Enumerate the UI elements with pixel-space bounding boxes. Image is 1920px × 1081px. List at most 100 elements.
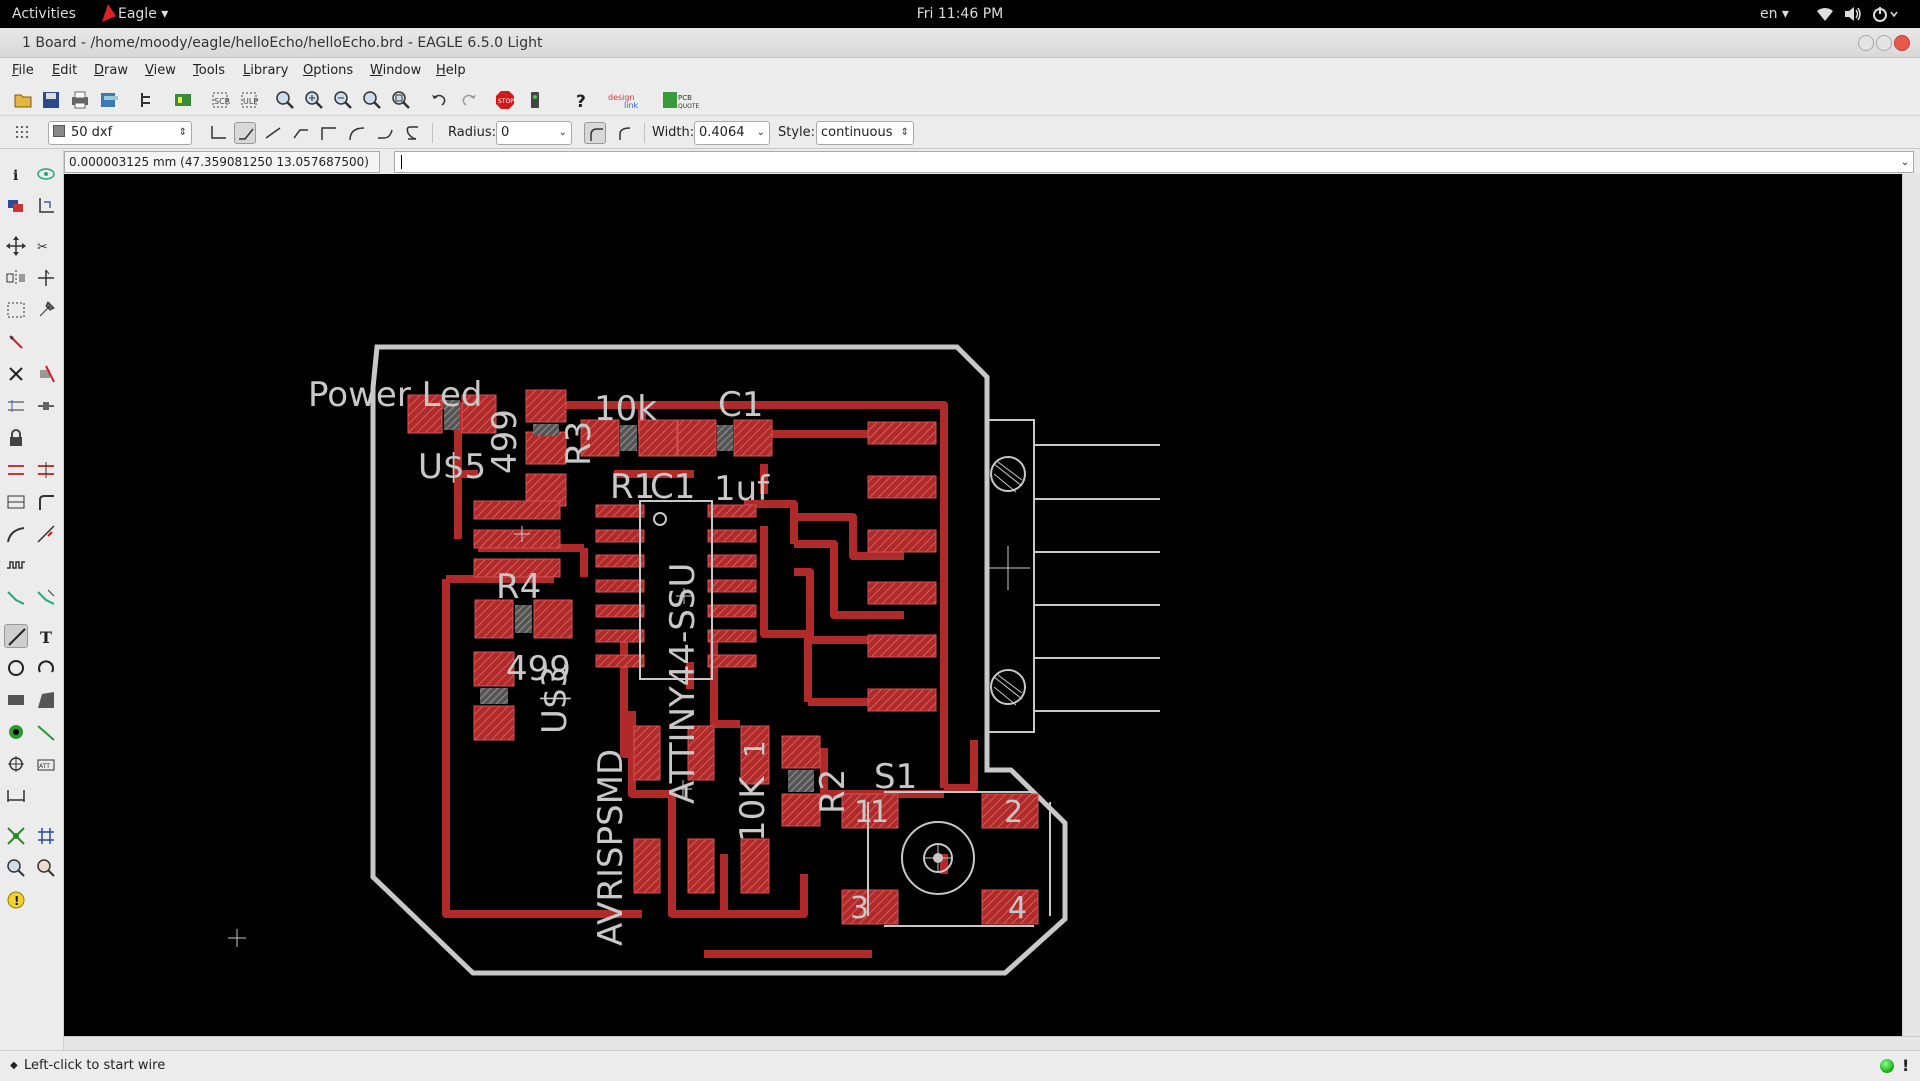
- bend-arc-icon[interactable]: [346, 122, 368, 144]
- display-layers-icon[interactable]: [4, 194, 28, 218]
- route-icon[interactable]: [4, 522, 28, 546]
- grid-icon[interactable]: [12, 122, 34, 144]
- copy-icon[interactable]: ✂: [34, 234, 58, 258]
- bend-s-icon[interactable]: [402, 122, 424, 144]
- menu-edit[interactable]: Edit: [52, 63, 78, 78]
- stop-icon[interactable]: STOP: [494, 89, 516, 111]
- add-icon[interactable]: [34, 362, 58, 386]
- open-icon[interactable]: [12, 89, 34, 111]
- smash-icon[interactable]: [4, 458, 28, 482]
- redo-icon[interactable]: [458, 89, 480, 111]
- menu-file[interactable]: File: [12, 63, 34, 78]
- style-select[interactable]: continuous ⇕: [816, 121, 914, 145]
- width-input[interactable]: 0.4064 ⌄: [694, 121, 770, 145]
- circle-icon[interactable]: [4, 656, 28, 680]
- clock[interactable]: Fri 11:46 PM: [916, 6, 1004, 22]
- replace-icon[interactable]: [34, 394, 58, 418]
- radius-input[interactable]: 0 ⌄: [496, 121, 572, 145]
- ulp-icon[interactable]: [172, 89, 194, 111]
- zoom-select-icon[interactable]: [390, 89, 412, 111]
- mirror-icon[interactable]: [4, 266, 28, 290]
- go-icon[interactable]: [524, 89, 546, 111]
- group-icon[interactable]: [4, 298, 28, 322]
- volume-icon[interactable]: [1844, 6, 1862, 22]
- wire-icon[interactable]: [4, 624, 28, 648]
- optimize-icon[interactable]: [4, 490, 28, 514]
- drc-icon[interactable]: [4, 856, 28, 880]
- menu-library[interactable]: Library: [243, 63, 289, 78]
- zoom-out-icon[interactable]: [332, 89, 354, 111]
- mark-icon[interactable]: [34, 194, 58, 218]
- menu-options[interactable]: Options: [303, 63, 354, 78]
- via-icon[interactable]: [4, 720, 28, 744]
- warning-icon[interactable]: !: [4, 888, 28, 912]
- wifi-icon[interactable]: [1816, 6, 1834, 22]
- menu-tools[interactable]: Tools: [193, 63, 226, 78]
- show-icon[interactable]: [34, 162, 58, 186]
- pcb-layout[interactable]: Power Led U$5 499 R3 10k C1 1uf R1 IC1 A…: [64, 174, 1902, 1036]
- power-icon[interactable]: [1872, 6, 1900, 22]
- round-corner-icon[interactable]: [584, 122, 606, 144]
- board-canvas[interactable]: Power Led U$5 499 R3 10k C1 1uf R1 IC1 A…: [64, 174, 1902, 1036]
- paste-icon[interactable]: [4, 330, 28, 354]
- bend-corner-icon[interactable]: [318, 122, 340, 144]
- activities-button[interactable]: Activities: [12, 6, 76, 22]
- arc-icon[interactable]: [34, 656, 58, 680]
- layer-select[interactable]: 50 dxf ⇕: [48, 121, 192, 145]
- change-icon[interactable]: [34, 298, 58, 322]
- close-button[interactable]: [1894, 35, 1910, 51]
- pinswap-icon[interactable]: [4, 394, 28, 418]
- delete-icon[interactable]: [4, 362, 28, 386]
- script-icon[interactable]: SCR: [209, 89, 231, 111]
- bend-free-icon[interactable]: [234, 122, 256, 144]
- polygon-icon[interactable]: [34, 688, 58, 712]
- zoom-in-icon[interactable]: [303, 89, 325, 111]
- ripup-icon[interactable]: [4, 586, 28, 610]
- save-icon[interactable]: [40, 89, 62, 111]
- help-icon[interactable]: ?: [570, 89, 592, 112]
- menu-view[interactable]: View: [145, 63, 176, 78]
- ratsnest-icon[interactable]: [4, 824, 28, 848]
- maximize-button[interactable]: [1876, 35, 1892, 51]
- menu-draw[interactable]: Draw: [94, 63, 128, 78]
- slice-icon[interactable]: [34, 522, 58, 546]
- bend-45-icon[interactable]: [262, 122, 284, 144]
- run-icon[interactable]: ULP: [238, 89, 260, 111]
- menu-help[interactable]: Help: [436, 63, 466, 78]
- minimize-button[interactable]: [1858, 35, 1874, 51]
- horizontal-scrollbar[interactable]: [64, 1036, 1920, 1050]
- zoom-redraw-icon[interactable]: [361, 89, 383, 111]
- meander-icon[interactable]: [4, 554, 28, 578]
- bend-curve-icon[interactable]: [374, 122, 396, 144]
- miter-icon[interactable]: [34, 490, 58, 514]
- text-icon[interactable]: T: [34, 624, 58, 648]
- vertical-scrollbar[interactable]: [1902, 174, 1920, 1036]
- info-icon[interactable]: i: [4, 162, 28, 186]
- errors-icon[interactable]: [34, 856, 58, 880]
- rectangle-icon[interactable]: [4, 688, 28, 712]
- lock-icon[interactable]: [4, 426, 28, 450]
- menu-window[interactable]: Window: [370, 63, 422, 78]
- stop-command-icon[interactable]: !: [1902, 1056, 1910, 1075]
- undo-icon[interactable]: [428, 89, 450, 111]
- language-indicator[interactable]: en ▾: [1760, 6, 1789, 22]
- zoom-fit-icon[interactable]: [274, 89, 296, 111]
- switch-schematic-icon[interactable]: [136, 89, 158, 111]
- bend-90-icon[interactable]: [208, 122, 230, 144]
- attribute-icon[interactable]: ATT: [34, 752, 58, 776]
- chevron-down-icon[interactable]: ⌄: [1900, 157, 1910, 168]
- auto-grid-icon[interactable]: [34, 824, 58, 848]
- hole-icon[interactable]: [4, 752, 28, 776]
- command-input[interactable]: ⌄: [394, 151, 1914, 173]
- signal-icon[interactable]: [34, 720, 58, 744]
- autorouter-icon[interactable]: [34, 586, 58, 610]
- app-menu[interactable]: Eagle ▾: [118, 6, 169, 22]
- bend-135-icon[interactable]: [290, 122, 312, 144]
- cam-processor-icon[interactable]: [98, 89, 120, 111]
- dimension-icon[interactable]: [4, 784, 28, 808]
- move-icon[interactable]: [4, 234, 28, 258]
- arc-corner-icon[interactable]: [614, 122, 636, 144]
- split-icon[interactable]: [34, 458, 58, 482]
